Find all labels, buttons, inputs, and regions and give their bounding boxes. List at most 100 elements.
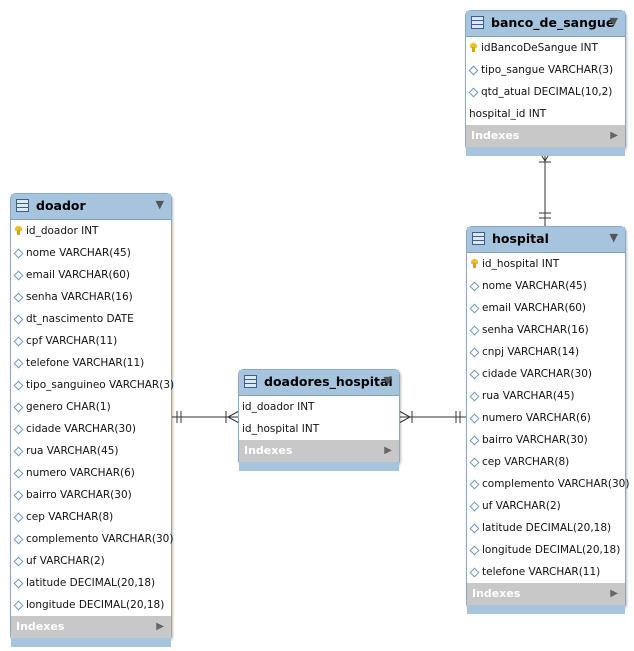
column-row[interactable]: senha VARCHAR(16) [11,286,171,308]
triangle-down-icon[interactable]: ▼ [155,198,164,211]
column-label: cpf VARCHAR(11) [26,335,118,347]
table-doador[interactable]: doador ▼ id_doador INT nome VARCHAR(45) em… [10,193,174,647]
triangle-down-icon[interactable]: ▼ [609,15,618,28]
table-footer [466,147,625,156]
diamond-icon [13,600,24,611]
column-row[interactable]: uf VARCHAR(2) [11,550,171,572]
column-row[interactable]: tipo_sanguineo VARCHAR(3) [11,374,174,396]
column-label: email VARCHAR(60) [482,302,587,314]
diamond-icon [469,369,480,380]
column-row[interactable]: complemento VARCHAR(30) [11,528,173,550]
column-label: cidade VARCHAR(30) [26,423,136,435]
indexes-label: Indexes [472,587,521,600]
triangle-right-icon[interactable]: ▶ [610,130,618,141]
indexes-section[interactable]: Indexes ▶ [466,125,625,147]
table-footer [11,638,171,647]
column-row[interactable]: complemento VARCHAR(30) [467,473,629,495]
column-row[interactable]: telefone VARCHAR(11) [467,561,625,583]
table-title: hospital [492,231,549,246]
column-row[interactable]: hospital_id INT [466,103,625,125]
column-label: id_doador INT [26,225,99,237]
column-row[interactable]: idBancoDeSangue INT [466,37,625,59]
column-row[interactable]: email VARCHAR(60) [11,264,171,286]
column-row[interactable]: numero VARCHAR(6) [467,407,625,429]
column-label: cep VARCHAR(8) [26,511,114,523]
column-row[interactable]: id_doador INT [11,220,171,242]
indexes-section[interactable]: Indexes ▶ [11,616,171,638]
column-row[interactable]: cep VARCHAR(8) [467,451,625,473]
column-row[interactable]: bairro VARCHAR(30) [467,429,625,451]
column-row[interactable]: qtd_atual DECIMAL(10,2) [466,81,625,103]
column-list: id_doador INT nome VARCHAR(45) email VARCH… [11,220,174,616]
column-label: telefone VARCHAR(11) [482,566,601,578]
column-row[interactable]: nome VARCHAR(45) [11,242,171,264]
diamond-icon [469,457,480,468]
triangle-right-icon[interactable]: ▶ [384,445,392,456]
column-row[interactable]: rua VARCHAR(45) [11,440,171,462]
column-row[interactable]: tipo_sangue VARCHAR(3) [466,59,625,81]
column-row[interactable]: cep VARCHAR(8) [11,506,171,528]
table-title: doador [36,198,86,213]
column-row[interactable]: cidade VARCHAR(30) [11,418,171,440]
column-row[interactable]: latitude DECIMAL(20,18) [11,572,171,594]
column-row[interactable]: longitude DECIMAL(20,18) [467,539,625,561]
table-header[interactable]: banco_de_sangue ▼ [466,11,625,37]
triangle-down-icon[interactable]: ▼ [383,374,392,387]
diamond-icon [13,336,24,347]
column-row[interactable]: id_doador INT [239,396,399,418]
column-row[interactable]: uf VARCHAR(2) [467,495,625,517]
table-footer [467,605,625,614]
column-row[interactable]: cpf VARCHAR(11) [11,330,171,352]
table-header[interactable]: doador ▼ [11,194,171,220]
column-label: longitude DECIMAL(20,18) [26,599,165,611]
table-header[interactable]: doadores_hospital ▼ [239,370,399,396]
diamond-icon [13,446,24,457]
table-header[interactable]: hospital ▼ [467,227,625,253]
indexes-section[interactable]: Indexes ▶ [239,440,399,462]
column-label: nome VARCHAR(45) [26,247,131,259]
diamond-icon [13,534,24,545]
diamond-icon [469,435,480,446]
column-row[interactable]: id_hospital INT [467,253,625,275]
column-row[interactable]: numero VARCHAR(6) [11,462,171,484]
triangle-right-icon[interactable]: ▶ [610,588,618,599]
diamond-icon [13,556,24,567]
column-row[interactable]: telefone VARCHAR(11) [11,352,171,374]
column-row[interactable]: dt_nascimento DATE [11,308,171,330]
column-row[interactable]: email VARCHAR(60) [467,297,625,319]
column-row[interactable]: rua VARCHAR(45) [467,385,625,407]
column-row[interactable]: cnpj VARCHAR(14) [467,341,625,363]
diamond-icon [13,578,24,589]
column-label: email VARCHAR(60) [26,269,131,281]
column-label: rua VARCHAR(45) [482,390,575,402]
column-row[interactable]: senha VARCHAR(16) [467,319,625,341]
indexes-label: Indexes [16,620,65,633]
diamond-icon [469,391,480,402]
column-row[interactable]: cidade VARCHAR(30) [467,363,625,385]
column-label: genero CHAR(1) [26,401,111,413]
column-label: longitude DECIMAL(20,18) [482,544,621,556]
column-label: senha VARCHAR(16) [482,324,589,336]
column-row[interactable]: id_hospital INT [239,418,399,440]
diamond-icon [469,479,480,490]
column-row[interactable]: nome VARCHAR(45) [467,275,625,297]
table-icon [16,199,29,212]
column-row[interactable]: latitude DECIMAL(20,18) [467,517,625,539]
diamond-icon [469,325,480,336]
column-label: qtd_atual DECIMAL(10,2) [481,86,613,98]
column-label: numero VARCHAR(6) [26,467,135,479]
table-title: doadores_hospital [264,374,393,389]
column-row[interactable]: genero CHAR(1) [11,396,171,418]
triangle-right-icon[interactable]: ▶ [156,621,164,632]
column-label: cep VARCHAR(8) [482,456,570,468]
column-row[interactable]: longitude DECIMAL(20,18) [11,594,171,616]
column-row[interactable]: bairro VARCHAR(30) [11,484,171,506]
indexes-section[interactable]: Indexes ▶ [467,583,625,605]
key-icon [471,259,478,268]
triangle-down-icon[interactable]: ▼ [609,231,618,244]
column-label: uf VARCHAR(2) [26,555,105,567]
